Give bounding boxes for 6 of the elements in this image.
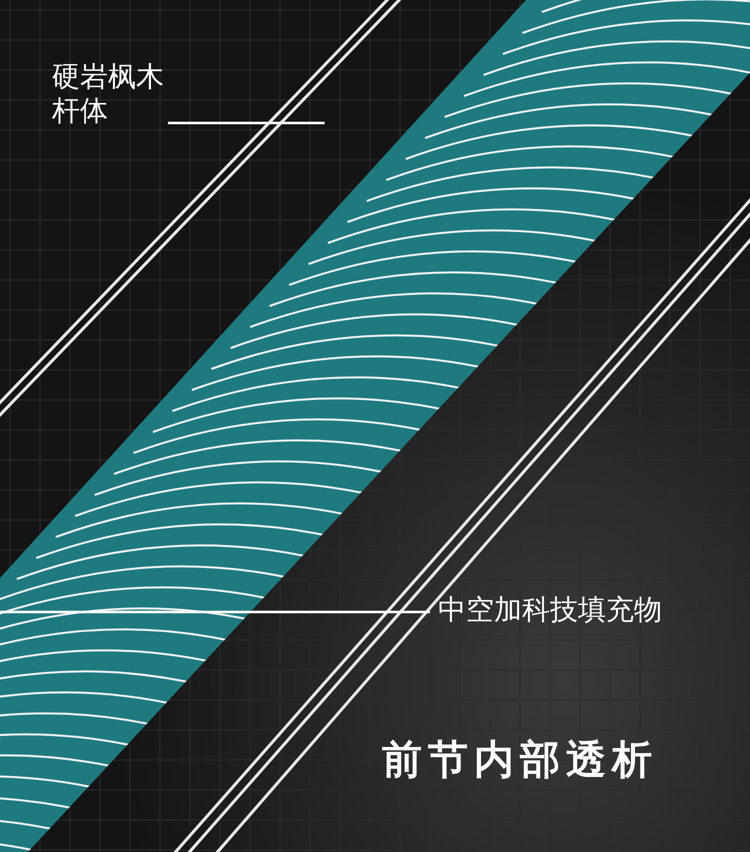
callout-label: 中空加科技填充物 bbox=[438, 593, 662, 627]
leader-line bbox=[0, 610, 430, 614]
callout-label: 硬岩枫木杆体 bbox=[52, 60, 164, 128]
title-text: 前节内部透析 bbox=[382, 736, 658, 785]
shaft-wall-lines bbox=[232, 88, 314, 162]
leader-line bbox=[168, 122, 325, 124]
